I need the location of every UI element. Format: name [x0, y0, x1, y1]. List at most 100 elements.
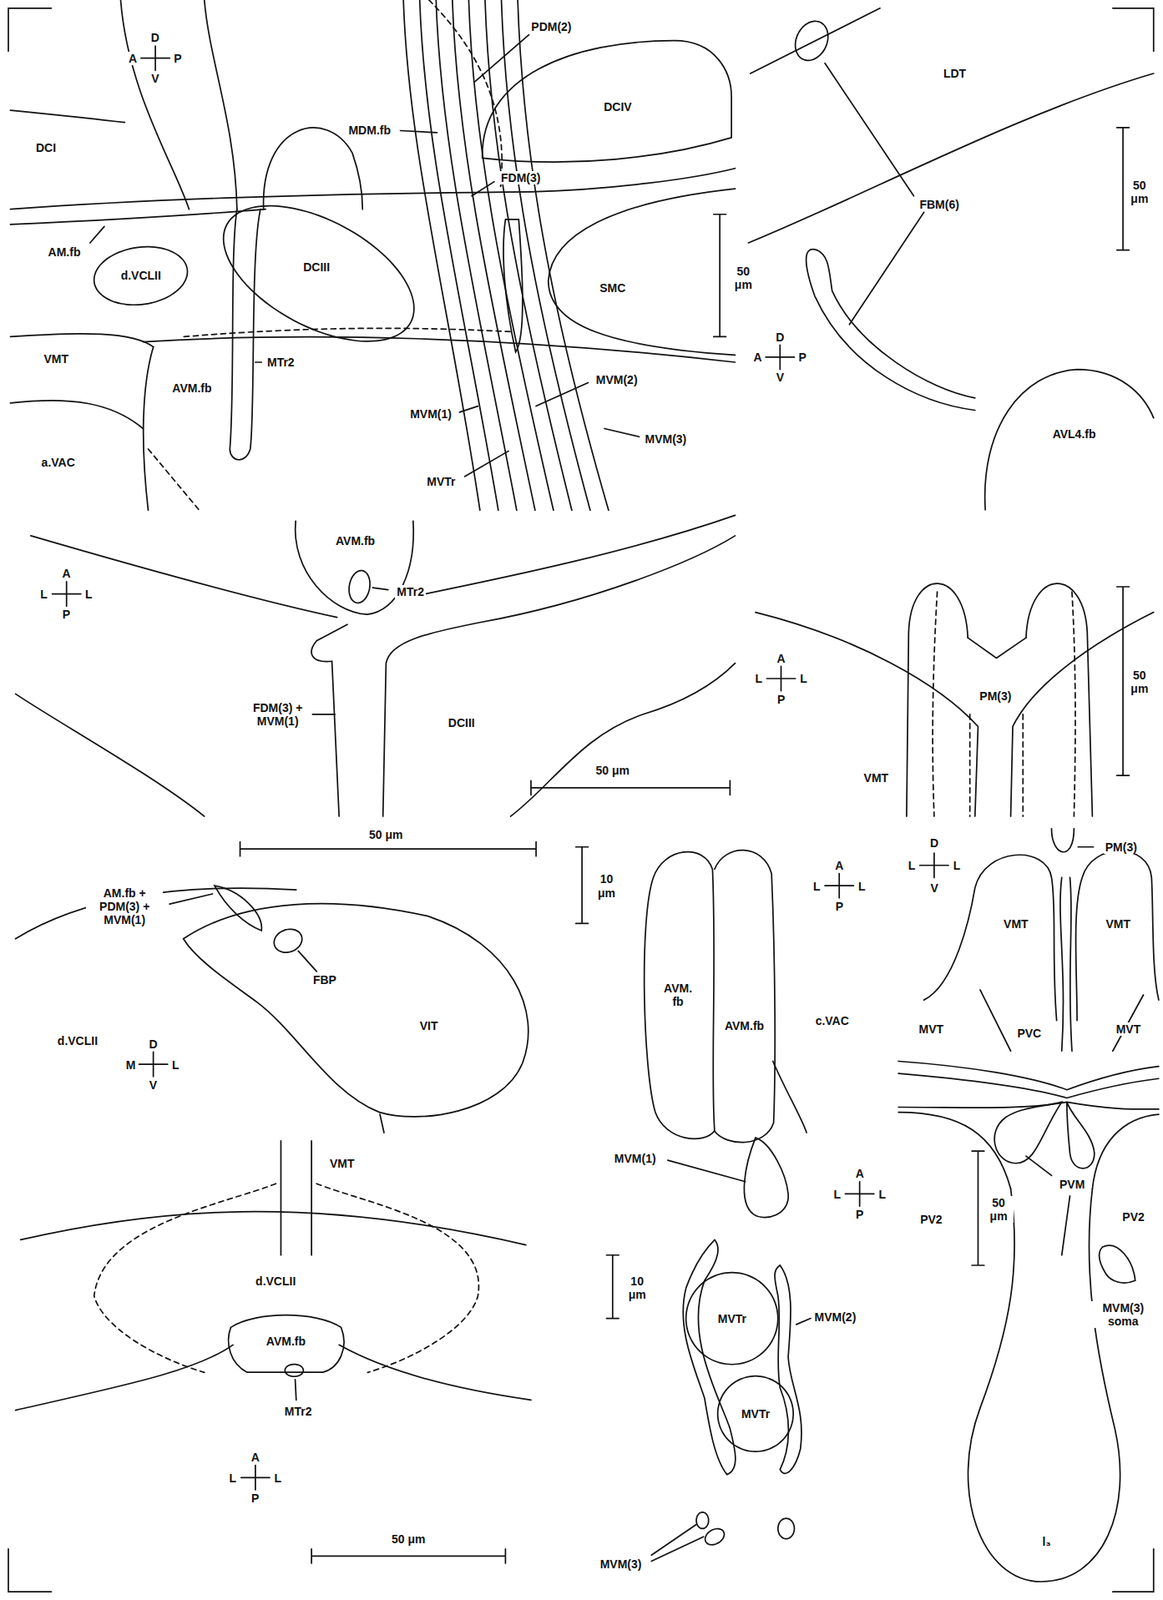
fibre-bundle: AVM.fb	[711, 847, 779, 1146]
leader-line	[471, 182, 495, 197]
outline-line	[338, 1345, 531, 1401]
outline-line	[148, 449, 200, 511]
outline-line	[121, 0, 190, 210]
outline-line	[548, 188, 736, 355]
outline-line	[968, 1188, 1121, 1583]
tract-section	[348, 571, 370, 604]
outline-line	[15, 693, 205, 817]
axon-section	[696, 1512, 709, 1530]
outline-line	[311, 624, 348, 817]
fibre-bundle	[273, 929, 302, 953]
leader-line	[312, 713, 335, 716]
muscle-region: DCIV	[479, 37, 735, 166]
axon-section	[705, 1529, 725, 1546]
fibre-line	[517, 0, 609, 511]
scale-bar	[576, 847, 589, 925]
outline-line	[898, 1073, 1159, 1098]
orientation-cross	[52, 581, 81, 607]
leader-line	[298, 950, 317, 971]
structure-label: c.VAC	[814, 1014, 851, 1028]
orientation-letter: A	[751, 350, 764, 365]
orientation-letter: L	[170, 1058, 182, 1072]
orientation-letter: L	[83, 587, 95, 602]
node-label: AVM. fb	[656, 981, 701, 1009]
structure-label: MVT	[917, 1022, 946, 1037]
orientation-letter: A	[854, 1167, 866, 1181]
structure-label: PV2	[1120, 1210, 1146, 1224]
outline-line	[750, 8, 880, 74]
corner-mark	[8, 1549, 51, 1593]
orientation-letter: L	[811, 879, 823, 894]
structure-label: MDM.fb	[346, 123, 393, 137]
outline-line	[15, 1345, 233, 1411]
neuron-soma	[1099, 1245, 1136, 1284]
orientation-letter: V	[928, 881, 940, 896]
leader-line	[90, 226, 105, 243]
structure-label: VMT	[1001, 917, 1031, 931]
orientation-cross	[845, 1182, 875, 1207]
node-label: DCIV	[601, 100, 633, 114]
orientation-letter: L	[832, 1188, 844, 1202]
orientation-letter: V	[147, 1078, 159, 1093]
outline-line	[1071, 591, 1076, 817]
node-label: AVL4.fb	[1051, 427, 1098, 441]
orientation-letter: M	[124, 1058, 138, 1072]
orientation-letter: D	[773, 330, 786, 344]
fibre-line	[435, 0, 517, 511]
leader-line	[1026, 1156, 1052, 1176]
node-label: AVM.fb	[333, 534, 377, 548]
outline-line	[143, 347, 154, 511]
structure-label: MTr2	[265, 355, 297, 370]
orientation-letter: P	[797, 350, 809, 365]
structure-label: PM(3)	[977, 689, 1013, 703]
fibre-line	[485, 0, 572, 511]
outline-line	[924, 854, 1057, 1021]
scale-label: 50 μm	[389, 1532, 427, 1547]
outline-line	[379, 1114, 385, 1133]
corner-mark	[1112, 8, 1154, 51]
outline-line	[280, 1141, 283, 1256]
outline-line	[748, 73, 1153, 243]
node-label: MVTr	[716, 1312, 749, 1326]
outline-line	[10, 110, 125, 123]
muscle-outline	[806, 249, 976, 411]
leader-line	[169, 894, 213, 905]
structure-label: DCIII	[446, 716, 477, 730]
orientation-letter: V	[149, 71, 161, 86]
outline-line	[1092, 1114, 1158, 1189]
orientation-cross	[766, 666, 795, 691]
orientation-letter: L	[876, 1188, 888, 1202]
structure-label: MTr2	[283, 1405, 314, 1419]
axon-section	[743, 1137, 789, 1218]
tract-region: VIT	[180, 900, 531, 1121]
outline-line	[932, 591, 937, 817]
leader-line	[604, 428, 640, 437]
outline-line	[510, 663, 736, 817]
structure-label: FBM(6)	[917, 197, 961, 212]
orientation-letter: L	[38, 587, 50, 602]
muscle-region: DCIII	[220, 202, 418, 345]
tract-section: MVTr	[682, 1269, 781, 1368]
orientation-cross	[241, 1466, 270, 1491]
fibre-bundle: AVM. fb	[641, 849, 719, 1143]
outline-line	[410, 515, 736, 597]
orientation-letter: A	[126, 51, 139, 66]
fibre-bundle: AVM.fb	[225, 1312, 348, 1376]
scale-label: 50 μm	[1124, 178, 1155, 206]
scale-bar	[240, 842, 537, 857]
orientation-letter: P	[834, 900, 845, 914]
leader-line	[667, 1160, 746, 1183]
outline-line	[20, 1212, 526, 1246]
outline-line	[10, 333, 153, 348]
structure-label: MVM(3)	[598, 1557, 644, 1572]
outline-line	[204, 0, 238, 210]
outline-line	[1112, 995, 1144, 1052]
scale-bar	[971, 1151, 985, 1266]
orientation-letter: P	[60, 607, 72, 622]
node-label: MVTr	[739, 1407, 772, 1421]
scale-bar	[713, 214, 727, 338]
outline-line	[898, 1112, 1011, 1190]
outline-path	[94, 246, 188, 305]
corner-mark	[1112, 1549, 1154, 1593]
structure-label: AM.fb	[46, 245, 83, 259]
